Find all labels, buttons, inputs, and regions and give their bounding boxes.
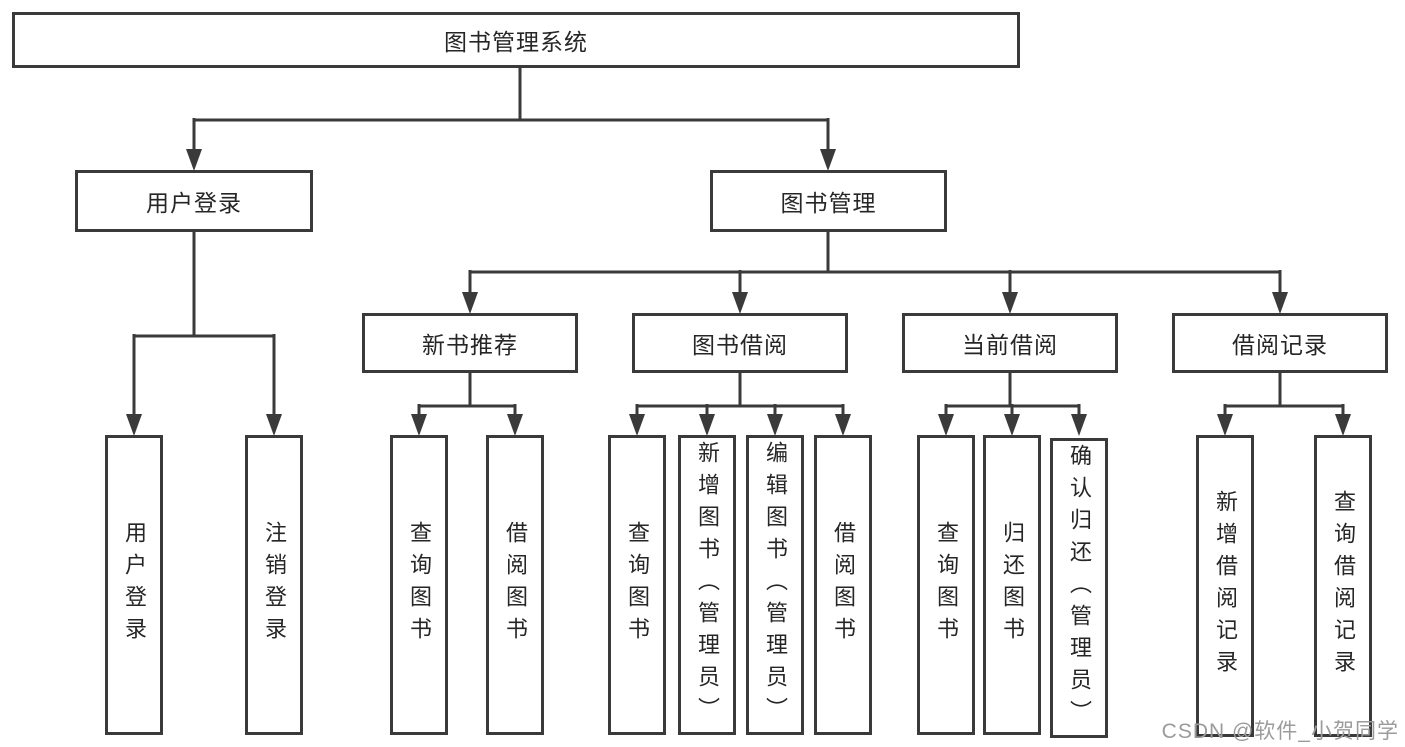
leaf-borrow-books-recommend: 借阅图书: [486, 435, 544, 735]
leaf-query-books-borrowing-label: 查询图书: [625, 521, 650, 649]
node-current-borrowing: 当前借阅: [902, 313, 1118, 373]
leaf-confirm-return-admin-label: 确认归还（管理员）: [1067, 444, 1092, 732]
leaf-logout-login: 注销登录: [245, 435, 303, 735]
node-root-system: 图书管理系统: [12, 12, 1020, 68]
leaf-query-borrow-record: 查询借阅记录: [1314, 435, 1372, 737]
leaf-logout-login-label: 注销登录: [262, 521, 287, 649]
leaf-query-books-recommend: 查询图书: [390, 435, 448, 735]
leaf-user-login-label: 用户登录: [122, 521, 147, 649]
node-root-system-label: 图书管理系统: [444, 29, 588, 55]
leaf-return-book: 归还图书: [983, 435, 1041, 735]
node-current-borrowing-label: 当前借阅: [962, 332, 1058, 358]
leaf-query-borrow-record-label: 查询借阅记录: [1331, 490, 1356, 682]
leaf-return-book-label: 归还图书: [1000, 521, 1025, 649]
leaf-edit-book-admin: 编辑图书（管理员）: [746, 435, 804, 735]
leaf-query-books-recommend-label: 查询图书: [407, 521, 432, 649]
csdn-watermark: CSDN @软件_小贺同学: [1161, 720, 1399, 743]
leaf-add-borrow-record: 新增借阅记录: [1196, 435, 1254, 737]
node-borrowing-records: 借阅记录: [1172, 313, 1388, 373]
leaf-query-books-borrowing: 查询图书: [608, 435, 666, 735]
leaf-borrow-books-recommend-label: 借阅图书: [503, 521, 528, 649]
leaf-borrow-books-borrowing-label: 借阅图书: [831, 521, 856, 649]
node-user-login: 用户登录: [75, 170, 313, 232]
node-user-login-label: 用户登录: [146, 190, 242, 216]
leaf-user-login: 用户登录: [105, 435, 163, 735]
node-new-book-recommend-label: 新书推荐: [422, 332, 518, 358]
leaf-confirm-return-admin: 确认归还（管理员）: [1050, 438, 1108, 738]
node-book-management: 图书管理: [710, 170, 947, 232]
leaf-edit-book-admin-label: 编辑图书（管理员）: [763, 441, 788, 729]
node-book-borrowing: 图书借阅: [632, 313, 848, 373]
leaf-query-books-current: 查询图书: [917, 435, 975, 735]
node-book-management-label: 图书管理: [780, 190, 877, 216]
leaf-add-book-admin-label: 新增图书（管理员）: [695, 441, 720, 729]
leaf-query-books-current-label: 查询图书: [934, 521, 959, 649]
leaf-add-borrow-record-label: 新增借阅记录: [1213, 490, 1238, 682]
node-book-borrowing-label: 图书借阅: [692, 332, 788, 358]
node-borrowing-records-label: 借阅记录: [1232, 332, 1328, 358]
leaf-borrow-books-borrowing: 借阅图书: [814, 435, 872, 735]
node-new-book-recommend: 新书推荐: [362, 313, 578, 373]
leaf-add-book-admin: 新增图书（管理员）: [678, 435, 736, 735]
